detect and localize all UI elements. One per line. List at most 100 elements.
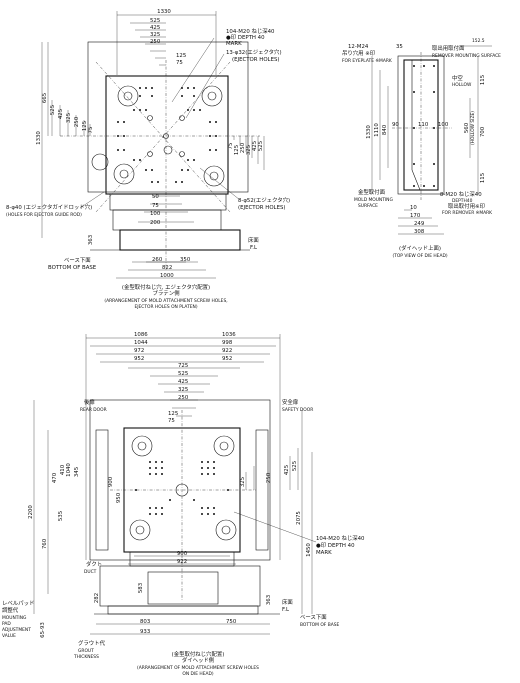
dim-r-250: 250 — [266, 472, 272, 483]
dim-right-425: 425 — [252, 141, 258, 151]
note-13-holes-en: (EJECTOR HOLES) — [232, 57, 280, 63]
dim-1044: 1044 — [134, 340, 148, 346]
dim-90: 90 — [392, 122, 399, 128]
safety-door: 安全扉 — [282, 398, 299, 406]
dim-10: 10 — [410, 205, 417, 211]
dim-hollow-size: (HOLLOW SIZE) — [470, 111, 476, 145]
note-depth: ●印 DEPTH 40 — [226, 34, 265, 41]
dim-top-75: 75 — [176, 60, 183, 66]
removal-en: REMOVER MOUNTING SURFACE — [432, 53, 501, 59]
dim-950: 950 — [116, 492, 122, 503]
side-caption-2: ダイヘッド側 — [182, 656, 215, 664]
m24-jp: 吊り穴用 ※印 — [342, 49, 375, 57]
note-8-40-holes-en: (HOLES FOR EJECTOR GUIDE ROD) — [6, 212, 82, 218]
dim-952-right: 952 — [222, 356, 232, 362]
duct-label: ダクト — [86, 560, 102, 568]
dim-363: 363 — [88, 235, 94, 245]
dim-249: 249 — [414, 221, 425, 227]
dim-35: 35 — [396, 44, 403, 50]
dim-top-525: 525 — [150, 18, 160, 24]
rear-door: 後扉 — [84, 398, 95, 406]
die-head-caption-en: (TOP VIEW OF DIE HEAD) — [392, 253, 447, 259]
mold-mounting-jp: 金型取付面 — [358, 188, 386, 196]
dim-933: 933 — [140, 629, 150, 635]
hollow-jp: 中空 — [452, 74, 463, 82]
dim-535: 535 — [58, 511, 64, 521]
dim-left-1330: 1330 — [36, 131, 42, 145]
dim-1040: 1040 — [66, 463, 72, 477]
side-caption: (金型取付ねじ穴配置) — [172, 650, 225, 658]
dim-bottom-1000: 1000 — [160, 273, 174, 279]
die-head-caption: (ダイヘッド上面) — [399, 244, 441, 252]
dim-top-325: 325 — [150, 32, 160, 38]
note-mark: MARK — [226, 41, 242, 47]
dim-1110: 1110 — [374, 123, 380, 137]
base-label: ベース下面 — [64, 257, 91, 264]
dim-right-115-top: 115 — [480, 75, 486, 85]
rear-door-en: REAR DOOR — [80, 407, 107, 413]
die-head-side-view: 1086 1036 1044 998 972 922 952 952 725 5… — [2, 332, 365, 677]
mold-mounting-en-2: SURFACE — [358, 203, 378, 209]
m20-depth: DEPTH40 — [452, 198, 473, 204]
note-8-52-holes-en: (EJECTOR HOLES) — [238, 205, 286, 211]
dim-750: 750 — [226, 619, 237, 625]
dim-410: 410 — [60, 464, 66, 475]
dim-345: 345 — [74, 467, 80, 477]
dim-top-125: 125 — [176, 53, 186, 59]
floor-label-en: F.L — [250, 245, 257, 251]
level-pad-en-3: ADJUSTMENT — [2, 627, 31, 633]
side-caption-en: (ARRANGEMENT OF MOLD ATTACHMENT SCREW HO… — [137, 665, 259, 671]
m20-en: FOR REMOVER ※MARK — [442, 210, 492, 216]
level-pad-en-4: VALUE — [2, 633, 16, 639]
dim-583: 583 — [138, 583, 144, 593]
dim-1086: 1086 — [134, 332, 148, 338]
hollow-en: HOLLOW — [452, 82, 472, 88]
dim-bottom-50: 50 — [152, 194, 159, 200]
dim-right-75: 75 — [228, 143, 234, 150]
dim-top-425: 425 — [150, 25, 160, 31]
dim-110: 110 — [418, 122, 429, 128]
dim-952: 952 — [134, 356, 144, 362]
base-label-en: BOTTOM OF BASE — [48, 265, 97, 271]
dim-922: 922 — [222, 348, 232, 354]
dim-363-bottom: 363 — [266, 595, 272, 605]
floor-label-bottom-en: F.L — [282, 607, 289, 613]
grout-en-2: THICKNESS — [73, 654, 99, 660]
base-label-bottom: ベース下面 — [300, 614, 327, 621]
dim-65-93: 65-93 — [40, 622, 46, 638]
floor-label-bottom: 床面 — [282, 598, 293, 606]
safety-door-en: SAFETY DOOR — [282, 407, 313, 413]
base-label-bottom-en: BOTTOM OF BASE — [300, 622, 339, 628]
dim-282: 282 — [94, 593, 100, 603]
dim-left-125: 125 — [82, 121, 88, 131]
dim-100: 100 — [438, 122, 449, 128]
dim-c-75: 75 — [168, 418, 175, 424]
m24-en: FOR EYEPLATE ※MARK — [342, 58, 392, 64]
dim-left-525: 525 — [50, 105, 56, 115]
dim-c-125: 125 — [168, 411, 178, 417]
dim-152: 152.5 — [472, 38, 485, 44]
dim-right-525: 525 — [258, 141, 264, 151]
m20-label: 8-M20 ねじ深40 — [440, 190, 482, 198]
dim-900-vertical: 900 — [108, 476, 114, 487]
dim-right-250: 250 — [240, 142, 246, 153]
dim-2200: 2200 — [28, 505, 34, 519]
dim-c-325: 325 — [178, 387, 188, 393]
dim-right-115-bot: 115 — [480, 173, 486, 183]
dim-308: 308 — [414, 229, 425, 235]
dim-bottom-100: 100 — [150, 211, 161, 217]
dim-c-425: 425 — [178, 379, 188, 385]
note-104-m20: 104-M20 ねじ深40 — [226, 27, 275, 35]
dim-left-75: 75 — [88, 127, 94, 134]
dim-bottom-350: 350 — [180, 257, 191, 263]
dim-470: 470 — [52, 472, 58, 483]
dim-840: 840 — [382, 124, 388, 135]
dim-760: 760 — [42, 538, 48, 549]
dim-left-250: 250 — [74, 116, 80, 127]
dim-560: 560 — [464, 122, 470, 133]
dim-right-125: 125 — [234, 145, 240, 155]
dim-r-425: 425 — [284, 465, 290, 475]
side-caption-en-2: ON DIE HEAD) — [182, 671, 213, 677]
duct-label-en: DUCT — [84, 569, 97, 575]
